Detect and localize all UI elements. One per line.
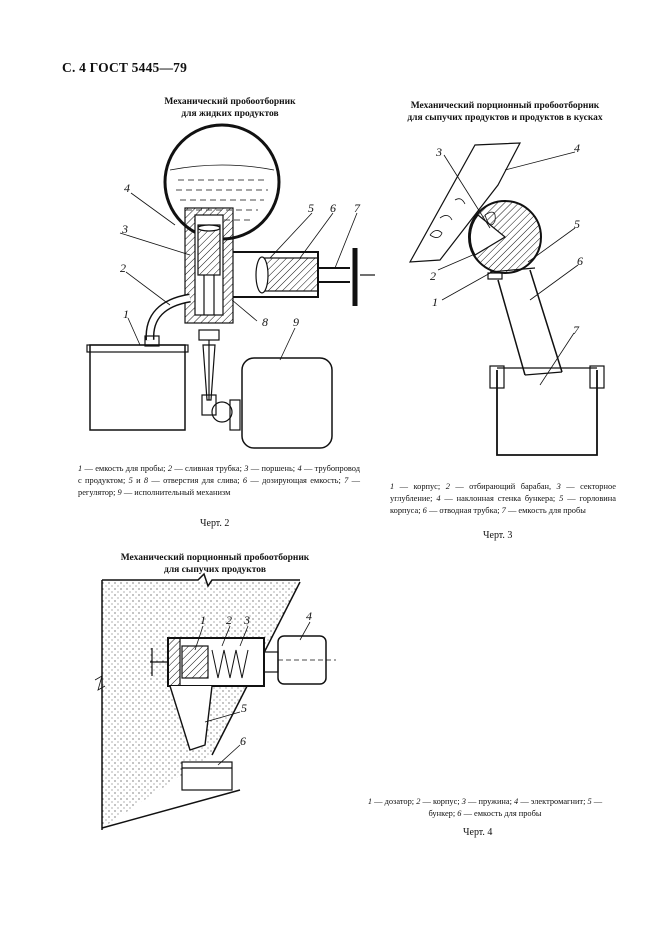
fig4-label-2: 2 bbox=[226, 613, 232, 627]
fig2-title-line2: для жидких продуктов bbox=[181, 109, 279, 119]
page-header: С. 4 ГОСТ 5445—79 bbox=[62, 60, 188, 75]
fig4-label-5: 5 bbox=[241, 701, 247, 715]
fig4-label-1: 1 bbox=[200, 613, 206, 627]
fig4-title-line2: для сыпучих продуктов bbox=[164, 565, 266, 575]
fig4-caption: 1 — дозатор; 2 — корпус; 3 — пружина; 4 … bbox=[367, 797, 603, 818]
fig3-title-line1: Механический порционный пробоотборник bbox=[410, 101, 600, 111]
fig2-chert: Черт. 2 bbox=[200, 518, 230, 529]
fig3-label-4: 4 bbox=[574, 141, 580, 155]
fig2-label-8: 8 bbox=[262, 315, 268, 329]
fig3-label-7: 7 bbox=[573, 323, 580, 337]
fig3-label-6: 6 bbox=[577, 254, 583, 268]
fig3-label-5: 5 bbox=[574, 217, 580, 231]
fig4-label-3: 3 bbox=[243, 613, 250, 627]
fig4-title-line1: Механический порционный пробоотборник bbox=[120, 553, 310, 563]
fig3-label-1: 1 bbox=[432, 295, 438, 309]
fig2-label-1: 1 bbox=[123, 307, 129, 321]
fig2-title-line1: Механический пробоотборник bbox=[164, 97, 296, 107]
fig2-label-6: 6 bbox=[330, 201, 336, 215]
fig4-title: Механический порционный пробоотборник дл… bbox=[100, 552, 330, 576]
fig4-label-6: 6 bbox=[240, 734, 246, 748]
fig4-label-4: 4 bbox=[306, 609, 312, 623]
fig4-chert: Черт. 4 bbox=[463, 827, 493, 838]
fig2-title: Механический пробоотборник для жидких пр… bbox=[130, 96, 330, 120]
fig2-label-2: 2 bbox=[120, 261, 126, 275]
fig3-label-2: 2 bbox=[430, 269, 436, 283]
fig3-title-line2: для сыпучих продуктов и продуктов в куск… bbox=[407, 113, 603, 123]
fig2-caption: 1 — емкость для пробы; 2 — сливная трубк… bbox=[78, 464, 361, 497]
fig2-label-5: 5 bbox=[308, 201, 314, 215]
fig3-chert: Черт. 3 bbox=[483, 530, 513, 541]
fig3-title: Механический порционный пробоотборник дл… bbox=[385, 100, 625, 124]
fig3-label-3: 3 bbox=[435, 145, 442, 159]
fig2-label-9: 9 bbox=[293, 315, 299, 329]
fig2-label-4: 4 bbox=[124, 181, 130, 195]
fig2-label-7: 7 bbox=[354, 201, 361, 215]
fig2-label-3: 3 bbox=[121, 222, 128, 236]
fig3-caption: 1 — корпус; 2 — отбирающий барабан, 3 — … bbox=[390, 482, 616, 515]
